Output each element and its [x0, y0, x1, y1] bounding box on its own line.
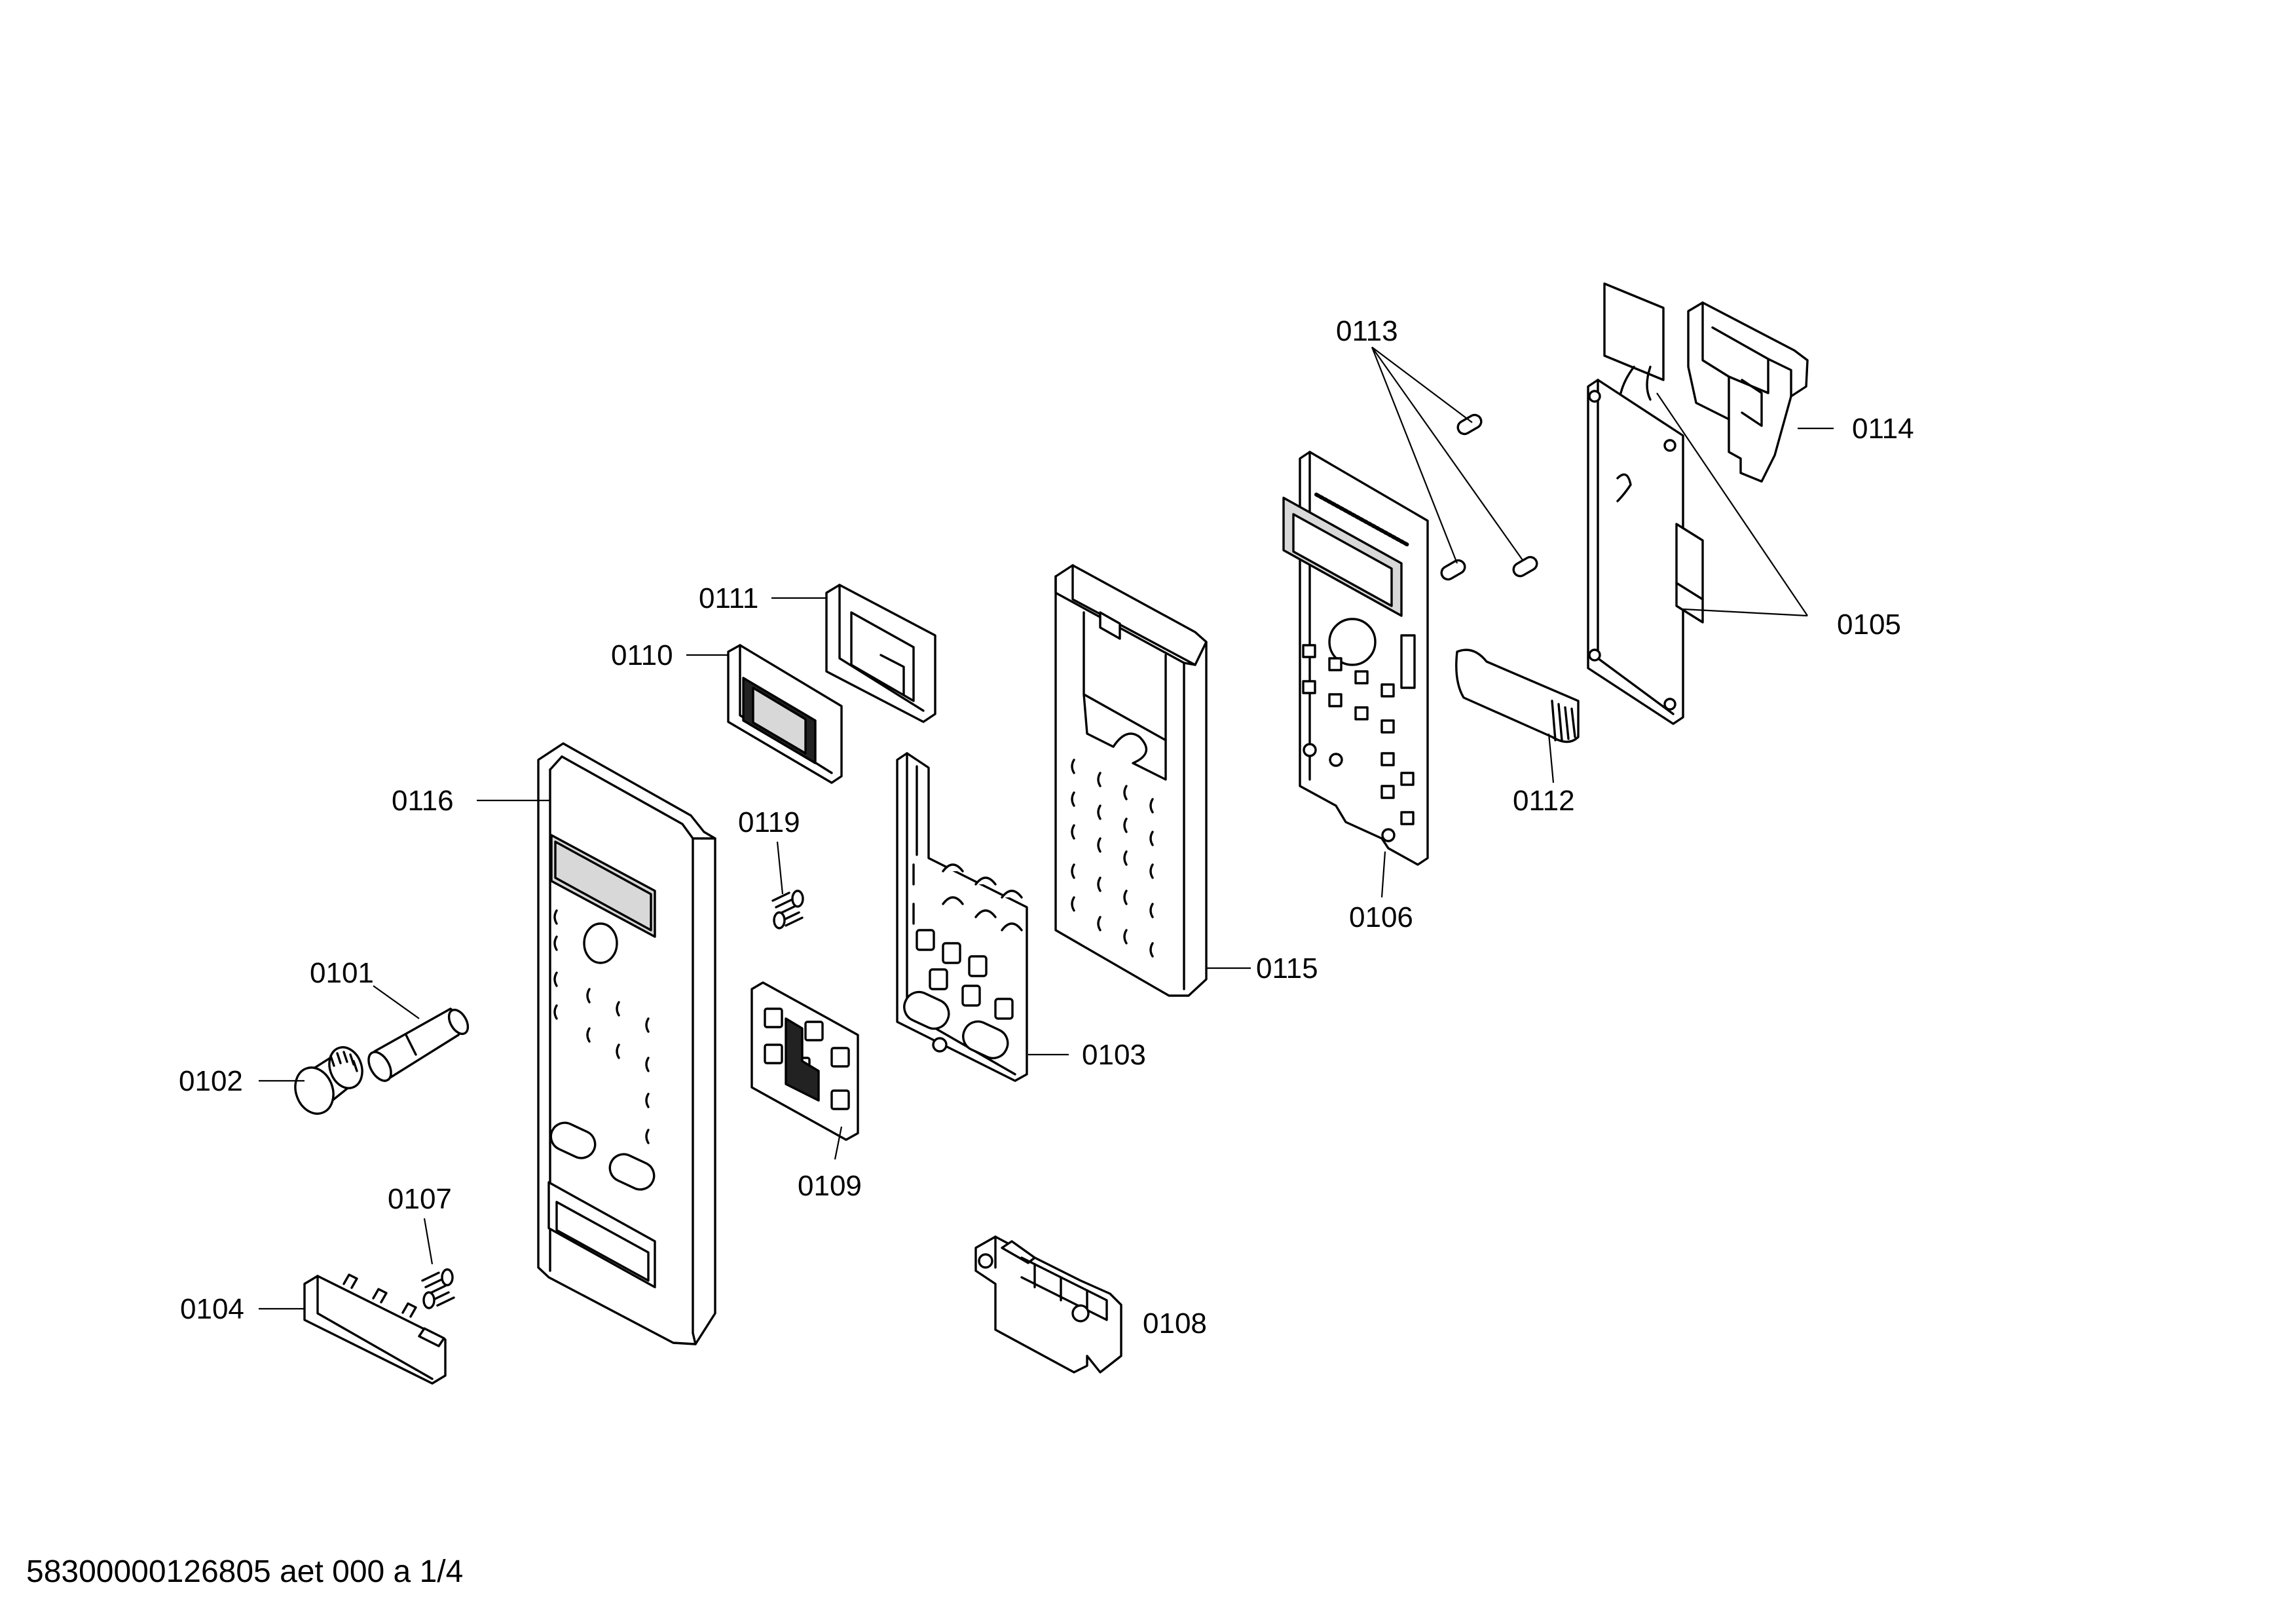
callout-0119: 0119 [738, 806, 800, 838]
leader-lines [259, 347, 1834, 1310]
callout-labels: 0116 0101 0102 0107 0104 0119 0111 0110 … [179, 315, 1914, 1340]
callout-0105: 0105 [1837, 609, 1901, 641]
callout-0116: 0116 [392, 785, 454, 817]
part-0102-knob [294, 1046, 363, 1115]
part-0116-front-panel [537, 742, 716, 1345]
document-code: 58300000126805 aet 000 a 1/4 [26, 1554, 463, 1589]
callout-0101: 0101 [310, 957, 374, 989]
callout-0107: 0107 [388, 1183, 452, 1215]
part-0106-pcb [1282, 451, 1429, 866]
part-0109-membrane [750, 981, 859, 1141]
part-0115-rear-cover [1054, 564, 1208, 997]
callout-0103: 0103 [1082, 1039, 1146, 1071]
part-0104-push-button [303, 1273, 447, 1385]
part-0113-pins [1440, 413, 1538, 581]
part-0107-spring [421, 1268, 455, 1309]
callout-0102: 0102 [179, 1065, 243, 1097]
part-0119-spring [771, 890, 804, 929]
part-0110-lens [727, 644, 843, 784]
part-0112-flat-cable [1455, 648, 1580, 743]
callout-0106: 0106 [1349, 901, 1413, 933]
callout-0112: 0112 [1513, 785, 1575, 817]
callout-0109: 0109 [798, 1170, 862, 1202]
callout-0115: 0115 [1256, 952, 1318, 985]
callout-0108: 0108 [1143, 1307, 1207, 1340]
callout-0113: 0113 [1336, 315, 1398, 347]
part-0111-display-frame [825, 584, 936, 723]
part-0114-bracket [1687, 301, 1809, 483]
callout-0111: 0111 [699, 582, 758, 614]
part-0108-latch [974, 1235, 1122, 1374]
part-0105-power-board [1587, 282, 1704, 725]
part-0103-keypad-carrier [896, 752, 1028, 1082]
part-0101-shaft [367, 1007, 470, 1082]
callout-0110: 0110 [611, 639, 673, 671]
callout-0104: 0104 [180, 1293, 244, 1325]
callout-0114: 0114 [1852, 413, 1914, 445]
